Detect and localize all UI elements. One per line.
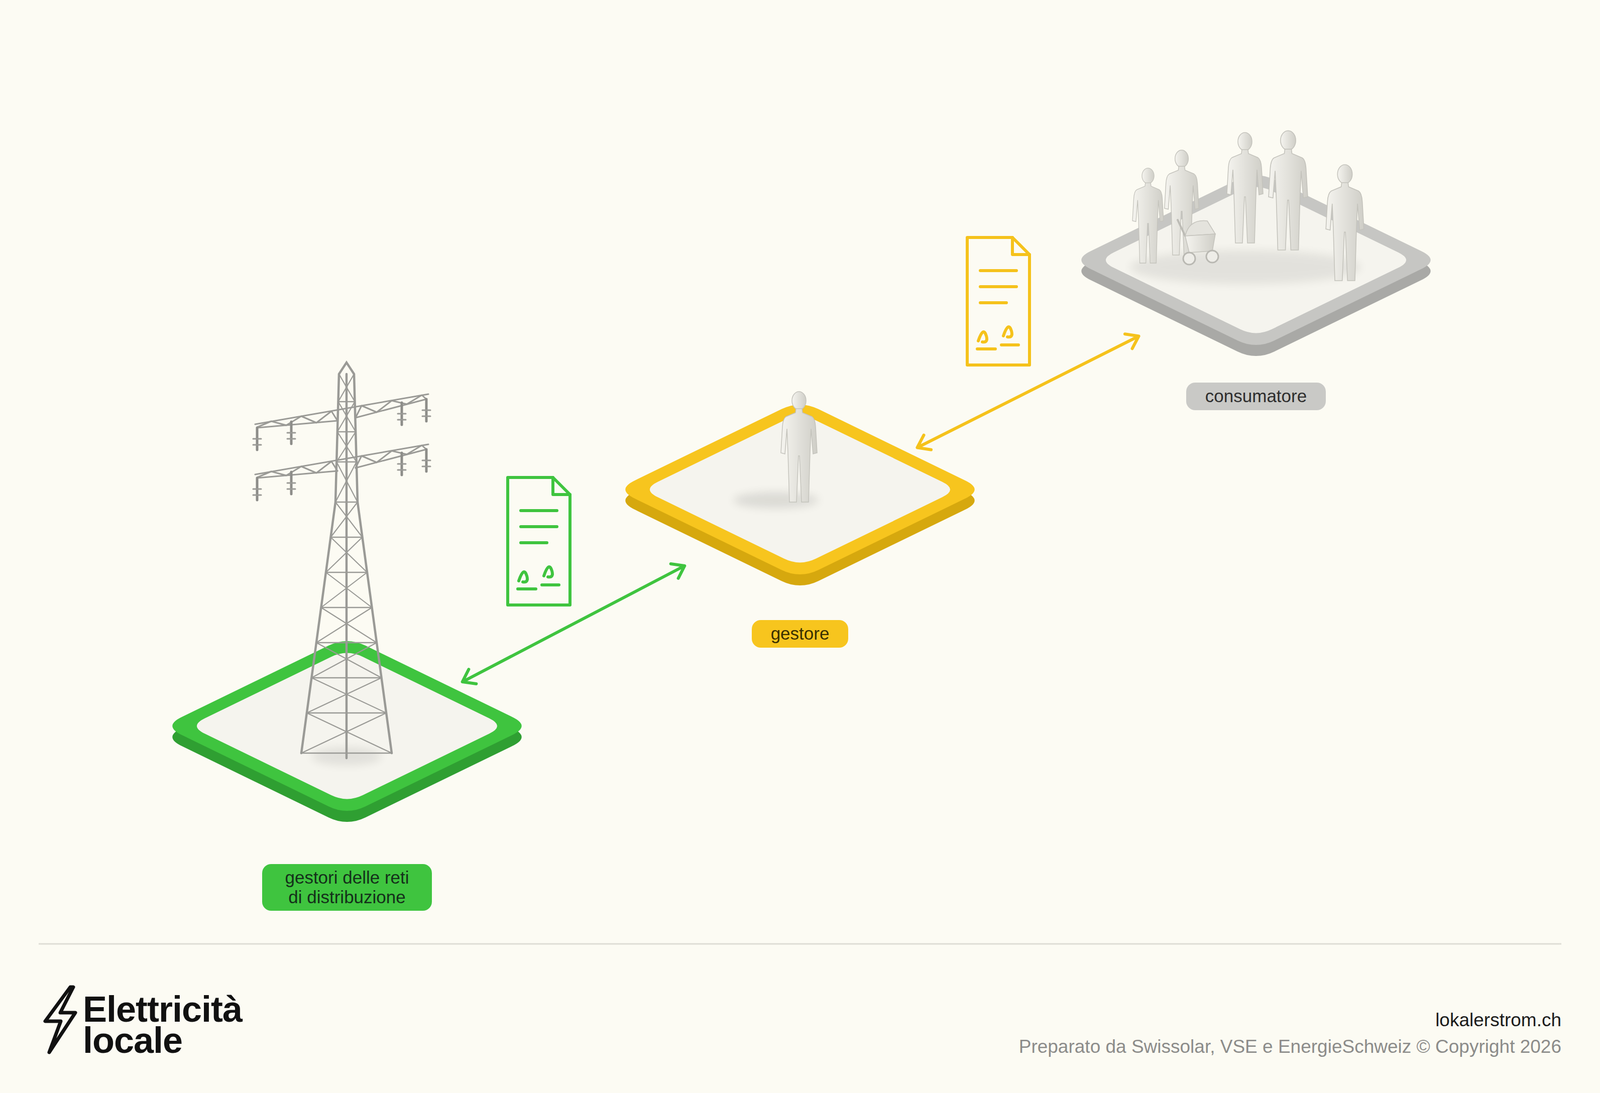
logo-wordmark: Elettricità locale	[82, 994, 271, 1057]
node-label: gestori delle reti di distribuzione	[262, 864, 433, 911]
platform-ring	[1081, 175, 1431, 346]
platform-node: consumatore	[1072, 170, 1440, 411]
footer-note: lokalerstrom.ch	[1435, 1009, 1562, 1032]
contract-icon	[507, 477, 570, 606]
platform-side	[172, 652, 522, 823]
contract-icon	[967, 237, 1030, 366]
contract-arrow	[917, 333, 1139, 450]
consumer-group	[1132, 130, 1364, 281]
footer-note: Preparato da Swissolar, VSE e EnergieSch…	[1018, 1036, 1562, 1059]
node-label: gestore	[751, 620, 849, 648]
platform-ring	[625, 404, 975, 575]
platform-ring	[172, 641, 522, 812]
platform-side	[625, 415, 975, 586]
platform-outline	[163, 636, 531, 827]
platform-top	[1105, 187, 1407, 334]
group-shadow	[1129, 250, 1361, 285]
platform-top	[649, 416, 951, 563]
platform-side	[1081, 186, 1431, 357]
platform-node: gestore	[616, 400, 984, 648]
contract-arrow	[462, 563, 685, 684]
logo-bolt	[45, 987, 76, 1053]
platform-top	[196, 653, 498, 800]
node-label: consumatore	[1186, 382, 1326, 411]
platform-outline	[616, 400, 984, 591]
platform-outline	[1072, 170, 1440, 361]
footer-rule	[38, 943, 1562, 946]
platform-node: gestori delle reti di distribuzione	[163, 636, 531, 911]
